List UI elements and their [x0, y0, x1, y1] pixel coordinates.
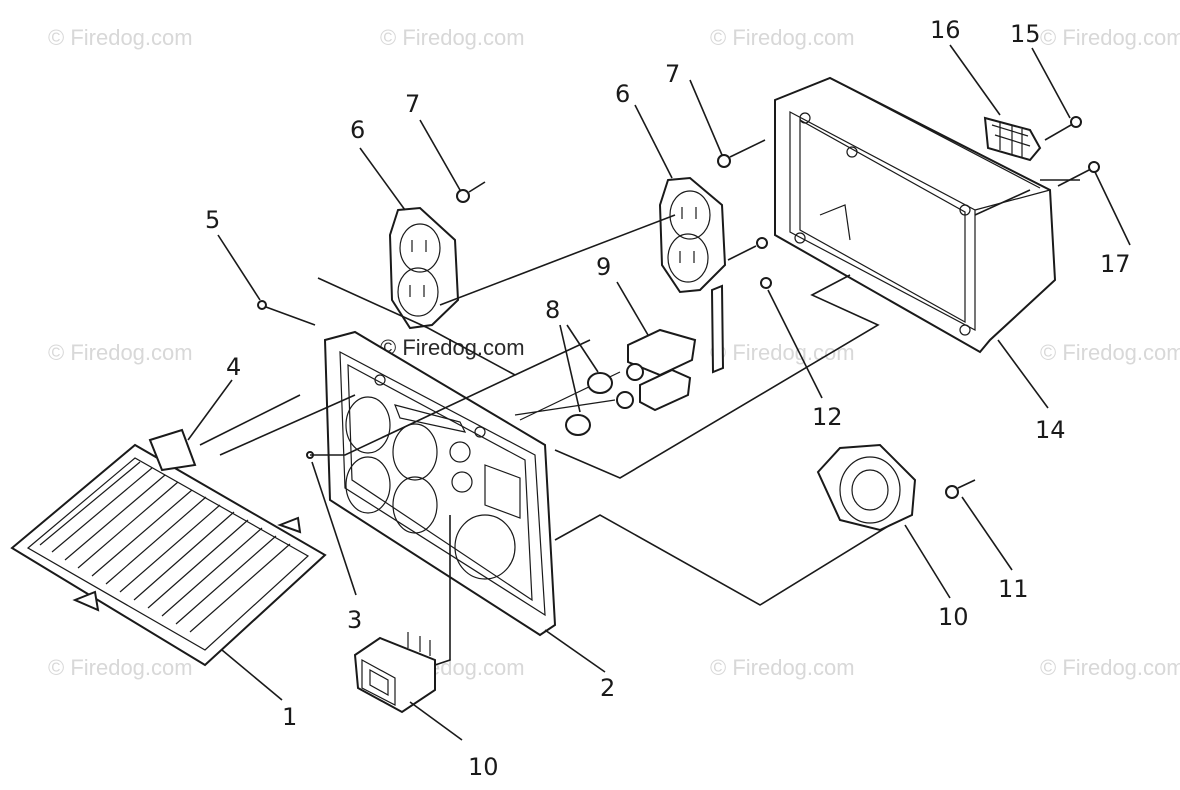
part-2-front-panel	[323, 330, 557, 637]
callout-14: 14	[1035, 416, 1066, 444]
callout-16: 16	[930, 16, 961, 44]
watermark: © Firedog.com	[48, 340, 193, 365]
callout-15: 15	[1010, 20, 1041, 48]
part-1-cover	[10, 428, 327, 667]
callouts: 16 15 7 6 7 6 5 9 8 4 12 17 14 3 2 1 10 …	[205, 16, 1131, 781]
watermark: © Firedog.com	[1040, 340, 1180, 365]
screw-5	[257, 300, 316, 326]
watermark: © Firedog.com	[1040, 655, 1180, 680]
watermark-center: © Firedog.com	[380, 335, 525, 360]
callout-3: 3	[347, 606, 362, 634]
callout-7: 7	[405, 90, 420, 118]
assembly-lines	[199, 179, 1080, 666]
callout-2: 2	[600, 674, 615, 702]
callout-5: 5	[205, 206, 220, 234]
part-8-lamps	[565, 372, 613, 436]
callout-1: 1	[282, 703, 297, 731]
callout-7: 7	[665, 60, 680, 88]
part-12-bracket	[710, 237, 772, 374]
screw-15	[1044, 116, 1082, 141]
nut-11	[945, 479, 976, 499]
watermark: © Firedog.com	[380, 25, 525, 50]
part-14-back-box	[774, 76, 1057, 354]
watermark: © Firedog.com	[710, 25, 855, 50]
watermark: © Firedog.com	[48, 25, 193, 50]
nut-7-left	[456, 181, 486, 203]
watermark: © Firedog.com	[1040, 25, 1180, 50]
part-18-rocker-switch	[353, 632, 436, 714]
part-6-receptacle-left	[388, 206, 460, 330]
part-9-breaker	[514, 328, 697, 421]
callout-8: 8	[545, 296, 560, 324]
callout-4: 4	[226, 353, 241, 381]
watermark: © Firedog.com	[710, 655, 855, 680]
callout-12: 12	[812, 403, 843, 431]
watermark: © Firedog.com	[48, 655, 193, 680]
part-16-connector-block	[983, 116, 1042, 162]
callout-6: 6	[615, 80, 630, 108]
nut-7-right	[717, 139, 766, 168]
callout-6: 6	[350, 116, 365, 144]
part-6-receptacle-right	[658, 176, 727, 294]
leader-lines	[187, 44, 1131, 741]
callout-10: 10	[938, 603, 969, 631]
callout-10: 10	[468, 753, 499, 781]
callout-11: 11	[998, 575, 1029, 603]
part-10-twistlock-receptacle	[816, 443, 917, 532]
screw-17	[1057, 161, 1100, 187]
callout-17: 17	[1100, 250, 1131, 278]
callout-9: 9	[596, 253, 611, 281]
